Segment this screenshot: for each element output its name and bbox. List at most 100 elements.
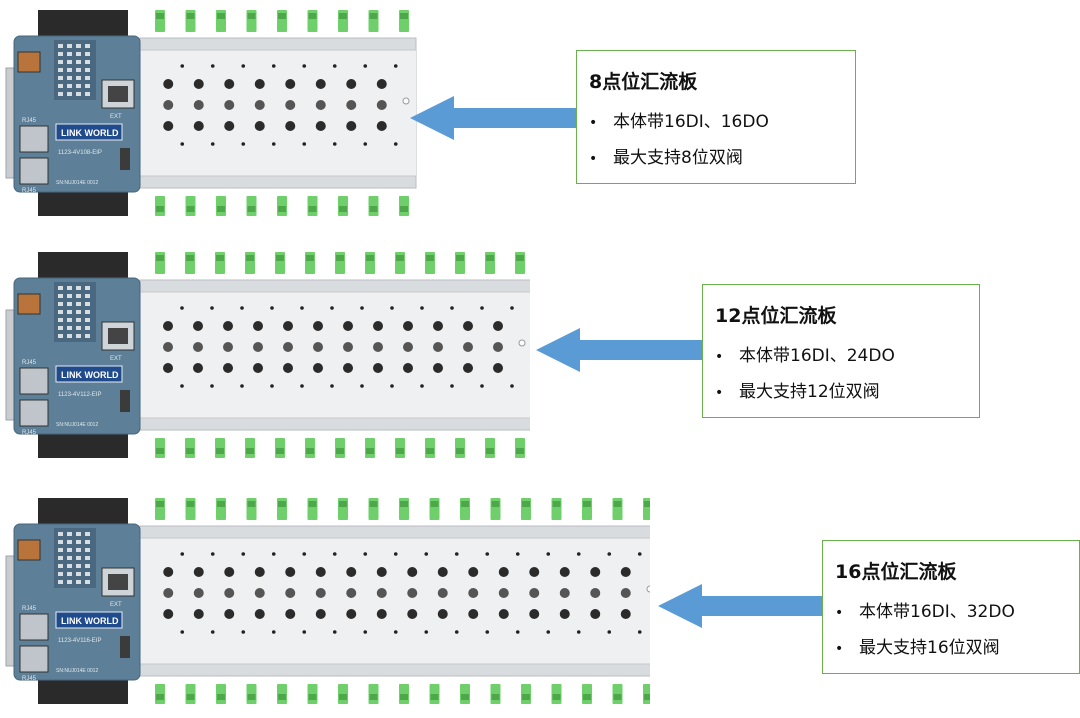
port-hole (498, 609, 509, 619)
pin-hole (332, 552, 337, 556)
port-hole (529, 567, 540, 577)
connector-screw (400, 501, 408, 507)
led (85, 540, 90, 544)
pin-hole (270, 306, 274, 310)
led (85, 84, 90, 88)
serial-label: SN:NUJ014E 0012 (56, 422, 98, 428)
led (67, 564, 72, 568)
pin-hole (300, 384, 304, 388)
led (76, 318, 81, 322)
rj45-port (19, 399, 49, 427)
connector-screw (400, 206, 408, 212)
rj45-label: RJ45 (22, 676, 37, 682)
led (67, 302, 72, 306)
pin-hole (510, 384, 514, 388)
port-hole (407, 609, 418, 619)
port-hole (529, 588, 540, 598)
rail-face (140, 50, 416, 176)
connector-screw (522, 501, 530, 507)
led (67, 318, 72, 322)
port-hole (376, 609, 387, 619)
port-hole (163, 342, 173, 352)
pin-hole (241, 630, 246, 634)
connector-screw (426, 255, 434, 261)
port-hole (193, 342, 203, 352)
led (67, 76, 72, 80)
port-hole (224, 588, 235, 598)
connector-screw (516, 255, 524, 261)
led (85, 286, 90, 290)
led (58, 84, 63, 88)
pin-hole (576, 630, 581, 634)
pin-hole (454, 630, 459, 634)
port-hole (193, 121, 204, 131)
led (67, 294, 72, 298)
rj45-label: RJ45 (22, 188, 37, 194)
port-hole (343, 321, 353, 331)
led (76, 294, 81, 298)
port-hole (285, 79, 296, 89)
connector-screw (308, 13, 317, 19)
port-hole (224, 121, 235, 131)
connector-pins (120, 636, 130, 658)
pin-hole (454, 552, 459, 556)
pin-hole (302, 630, 307, 634)
pin-hole (485, 552, 490, 556)
port-hole (313, 363, 323, 373)
led (85, 326, 90, 330)
connector-screw (644, 694, 652, 700)
connector-screw (396, 255, 404, 261)
connector-pins (120, 390, 130, 412)
port-hole (313, 342, 323, 352)
led (76, 286, 81, 290)
pin-hole (210, 384, 214, 388)
rj45-port (19, 367, 49, 395)
led (85, 68, 90, 72)
connector-screw (552, 694, 561, 700)
port-hole (590, 588, 601, 598)
port-hole (254, 100, 265, 110)
port-hole (315, 588, 326, 598)
pin-hole (241, 142, 246, 146)
led (67, 548, 72, 552)
led (76, 92, 81, 96)
connector-screw (186, 694, 195, 700)
pin-hole (510, 306, 514, 310)
power-connector (17, 539, 41, 561)
port-hole (620, 588, 631, 598)
connector-screw (278, 501, 286, 507)
arrow-16-point (658, 584, 828, 632)
port-hole (373, 342, 383, 352)
pin-hole (330, 384, 334, 388)
connector-screw (156, 448, 164, 454)
connector-screw (247, 694, 256, 700)
port-hole (223, 363, 233, 373)
connector-screw (430, 501, 439, 507)
led (76, 76, 81, 80)
connector-screw (216, 255, 224, 261)
port-hole (529, 609, 540, 619)
bullet-io: •本体带16DI、16DO (589, 112, 769, 132)
connector-screw (461, 694, 469, 700)
rj45-label: RJ45 (22, 360, 37, 366)
led (67, 286, 72, 290)
pin-hole (271, 552, 276, 556)
pin-hole (360, 306, 364, 310)
led (67, 556, 72, 560)
port-hole (254, 79, 265, 89)
port-hole (437, 567, 448, 577)
brand-badge (55, 611, 123, 629)
pin-hole (363, 64, 368, 68)
port-hole (346, 588, 357, 598)
port-hole (433, 363, 443, 373)
connector-screw (336, 448, 344, 454)
led (67, 92, 72, 96)
led (58, 52, 63, 56)
pin-hole (270, 384, 274, 388)
port-hole (253, 342, 263, 352)
pin-hole (515, 552, 520, 556)
led (85, 556, 90, 560)
